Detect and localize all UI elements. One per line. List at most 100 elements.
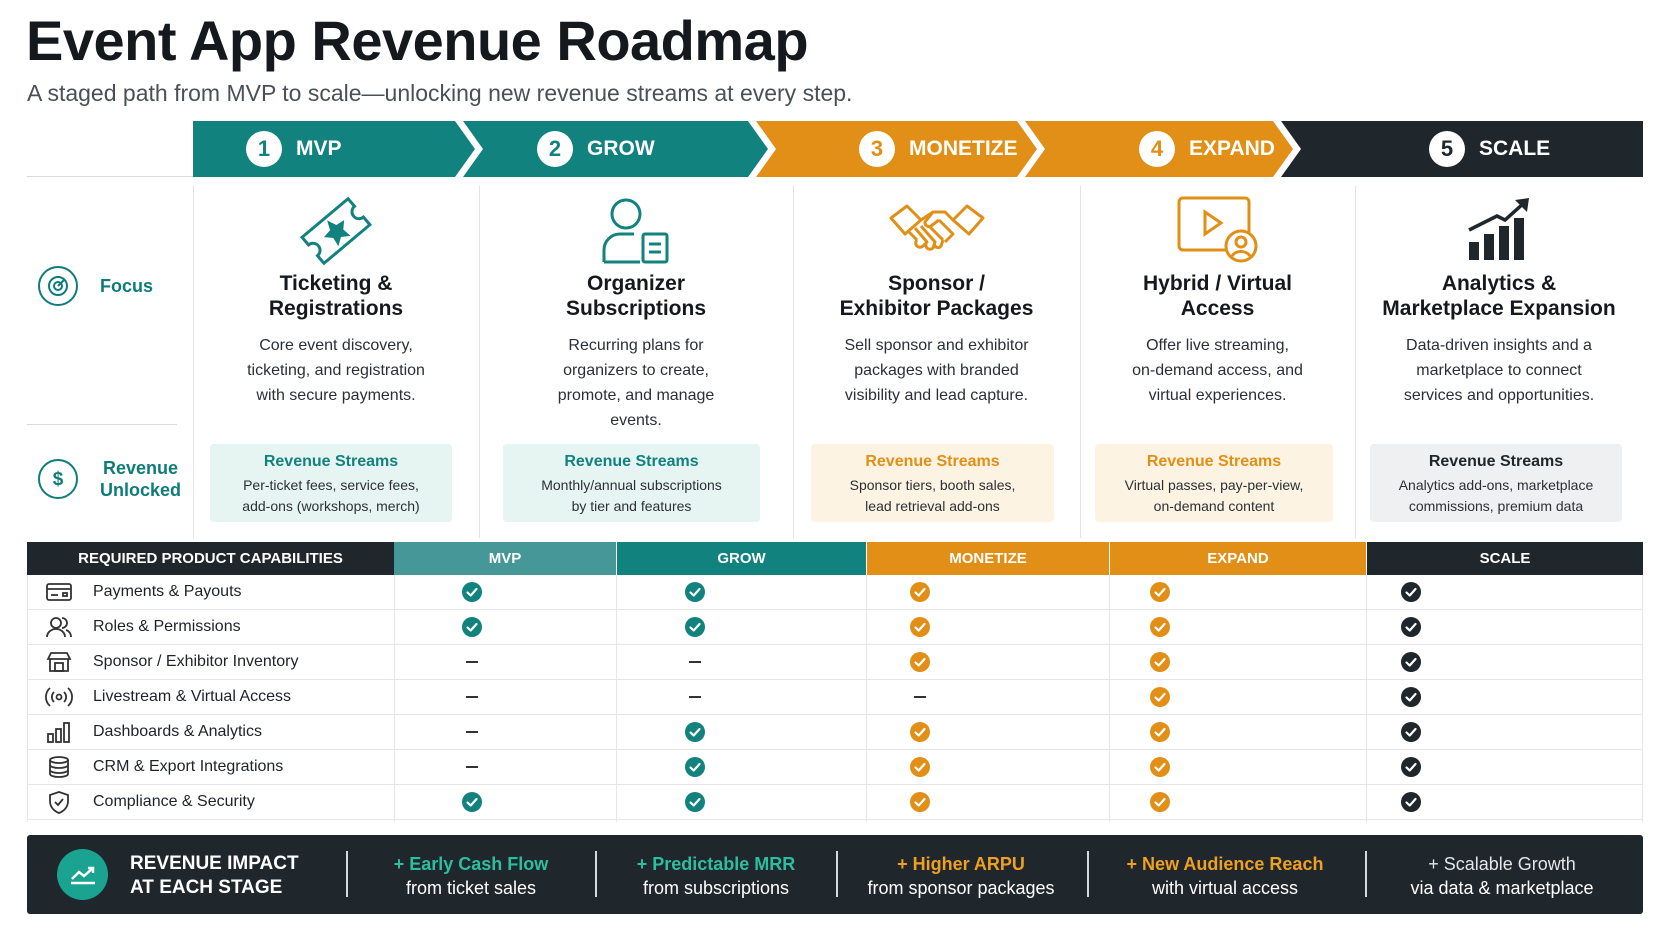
- revenue-card-text: Virtual passes, pay-per-view, on-demand …: [1124, 477, 1304, 514]
- capability-name: Compliance & Security: [93, 793, 255, 810]
- revenue-card-text: Analytics add-ons, marketplace commissio…: [1398, 477, 1594, 514]
- footer-item-heading: + Early Cash Flow: [393, 854, 549, 874]
- footer-item-heading: + New Audience Reach: [1126, 854, 1324, 874]
- stage-label: MONETIZE: [909, 137, 1018, 160]
- booth-icon: [45, 650, 73, 674]
- footer-item-monetize: + Higher ARPU from sponsor packages: [842, 852, 1080, 900]
- check-icon-monetize: [910, 757, 930, 777]
- column-separator: [479, 186, 480, 538]
- check-icon-expand: [1150, 687, 1170, 707]
- shield-icon: [45, 790, 73, 814]
- footer-item-sub: with virtual access: [1151, 878, 1299, 898]
- revenue-card-heading: Revenue Streams: [1146, 453, 1282, 470]
- footer-divider: [595, 851, 597, 897]
- capability-label: Payments & Payouts: [27, 575, 242, 609]
- check-icon-scale: [1401, 652, 1421, 672]
- stage-label: GROW: [587, 137, 655, 160]
- footer-item-heading: + Higher ARPU: [897, 854, 1025, 874]
- row-label-divider: [27, 424, 177, 425]
- table-row: Payments & Payouts: [27, 575, 1643, 610]
- check-icon-monetize: [910, 792, 930, 812]
- column-separator: [793, 186, 794, 538]
- stage-column-expand: Hybrid / Virtual Access Offer live strea…: [1080, 188, 1355, 538]
- capability-name: Roles & Permissions: [93, 618, 241, 635]
- column-description: Data-driven insights and a marketplace t…: [1403, 337, 1595, 404]
- check-icon-grow: [685, 582, 705, 602]
- table-header-scale: SCALE: [1367, 542, 1643, 575]
- dash-mark-grow: [689, 696, 701, 698]
- check-icon-expand: [1150, 757, 1170, 777]
- page-subtitle: A staged path from MVP to scale—unlockin…: [27, 80, 853, 106]
- table-row: CRM & Export Integrations: [27, 750, 1643, 785]
- handshake-icon: [793, 192, 1080, 270]
- table-header-mvp: MVP: [394, 542, 616, 575]
- stage-column-grow: Organizer Subscriptions Recurring plans …: [479, 188, 793, 538]
- column-title: Hybrid / Virtual Access: [1143, 272, 1292, 320]
- column-title: Organizer Subscriptions: [565, 272, 707, 320]
- revenue-card-text: Monthly/annual subscriptions by tier and…: [541, 477, 722, 514]
- column-description: Recurring plans for organizers to create…: [557, 337, 715, 429]
- check-icon-monetize: [910, 617, 930, 637]
- stage-number: 2: [537, 131, 573, 167]
- column-title: Ticketing & Registrations: [268, 272, 404, 320]
- table-column-rule: [1366, 575, 1367, 822]
- revenue-card-heading: Revenue Streams: [865, 453, 1000, 470]
- focus-row-label: Focus: [38, 266, 153, 306]
- stage-grow: 2 GROW: [537, 121, 655, 177]
- stage-column-monetize: Sponsor / Exhibitor Packages Sell sponso…: [793, 188, 1080, 538]
- svg-text:$: $: [53, 469, 64, 490]
- check-icon-monetize: [910, 582, 930, 602]
- revenue-label: Revenue Unlocked: [100, 458, 182, 500]
- check-icon-monetize: [910, 722, 930, 742]
- growth-chart-icon: [1355, 192, 1643, 270]
- dash-mark-monetize: [914, 696, 926, 698]
- capability-label: Livestream & Virtual Access: [27, 680, 291, 714]
- revenue-card-grow: Revenue Streams Monthly/annual subscript…: [503, 444, 760, 522]
- column-description: Offer live streaming, on-demand access, …: [1132, 337, 1303, 404]
- stage-mvp: 1 MVP: [246, 121, 342, 177]
- capability-label: Sponsor / Exhibitor Inventory: [27, 645, 298, 679]
- stage-expand: 4 EXPAND: [1139, 121, 1275, 177]
- check-icon-scale: [1401, 582, 1421, 602]
- revenue-card-text: Per-ticket fees, service fees, add-ons (…: [242, 477, 420, 514]
- footer-item-sub: via data & marketplace: [1410, 878, 1594, 898]
- table-header-monetize: MONETIZE: [867, 542, 1109, 575]
- stage-number: 1: [246, 131, 282, 167]
- dollar-icon: $: [38, 459, 78, 499]
- video-user-icon: [1080, 192, 1355, 270]
- bar-chart-icon: [45, 720, 73, 744]
- revenue-card-heading: Revenue Streams: [1428, 453, 1564, 470]
- capability-label: Dashboards & Analytics: [27, 715, 262, 749]
- column-description: Core event discovery, ticketing, and reg…: [247, 337, 425, 404]
- revenue-card-scale: Revenue Streams Analytics add-ons, marke…: [1370, 444, 1622, 522]
- stage-number: 3: [859, 131, 895, 167]
- trend-up-icon: [57, 849, 108, 900]
- check-icon-mvp: [462, 617, 482, 637]
- users-icon: [45, 615, 73, 639]
- table-column-rule: [394, 575, 395, 822]
- stage-monetize: 3 MONETIZE: [859, 121, 1018, 177]
- check-icon-expand: [1150, 652, 1170, 672]
- dash-mark-mvp: [466, 661, 478, 663]
- column-separator: [1080, 186, 1081, 538]
- capability-name: Sponsor / Exhibitor Inventory: [93, 653, 299, 670]
- check-icon-expand: [1150, 792, 1170, 812]
- column-description: Sell sponsor and exhibitor packages with…: [844, 337, 1029, 404]
- stage-number: 4: [1139, 131, 1175, 167]
- organizer-icon: [479, 192, 793, 270]
- capability-name: Livestream & Virtual Access: [93, 688, 292, 705]
- column-title: Analytics & Marketplace Expansion: [1382, 272, 1616, 320]
- ticket-icon: [193, 192, 479, 270]
- dash-mark-mvp: [466, 696, 478, 698]
- footer-divider: [1087, 851, 1089, 897]
- revenue-impact-footer: REVENUE IMPACT AT EACH STAGE + Early Cas…: [27, 835, 1643, 914]
- check-icon-scale: [1401, 757, 1421, 777]
- database-icon: [45, 755, 73, 779]
- check-icon-scale: [1401, 792, 1421, 812]
- table-header-expand: EXPAND: [1110, 542, 1366, 575]
- revenue-card-monetize: Revenue Streams Sponsor tiers, booth sal…: [811, 444, 1054, 522]
- revenue-card-expand: Revenue Streams Virtual passes, pay-per-…: [1095, 444, 1333, 522]
- stage-arrow-monetize: [756, 121, 1037, 177]
- stage-label: MVP: [296, 137, 342, 160]
- footer-item-grow: + Predictable MRR from subscriptions: [605, 852, 827, 900]
